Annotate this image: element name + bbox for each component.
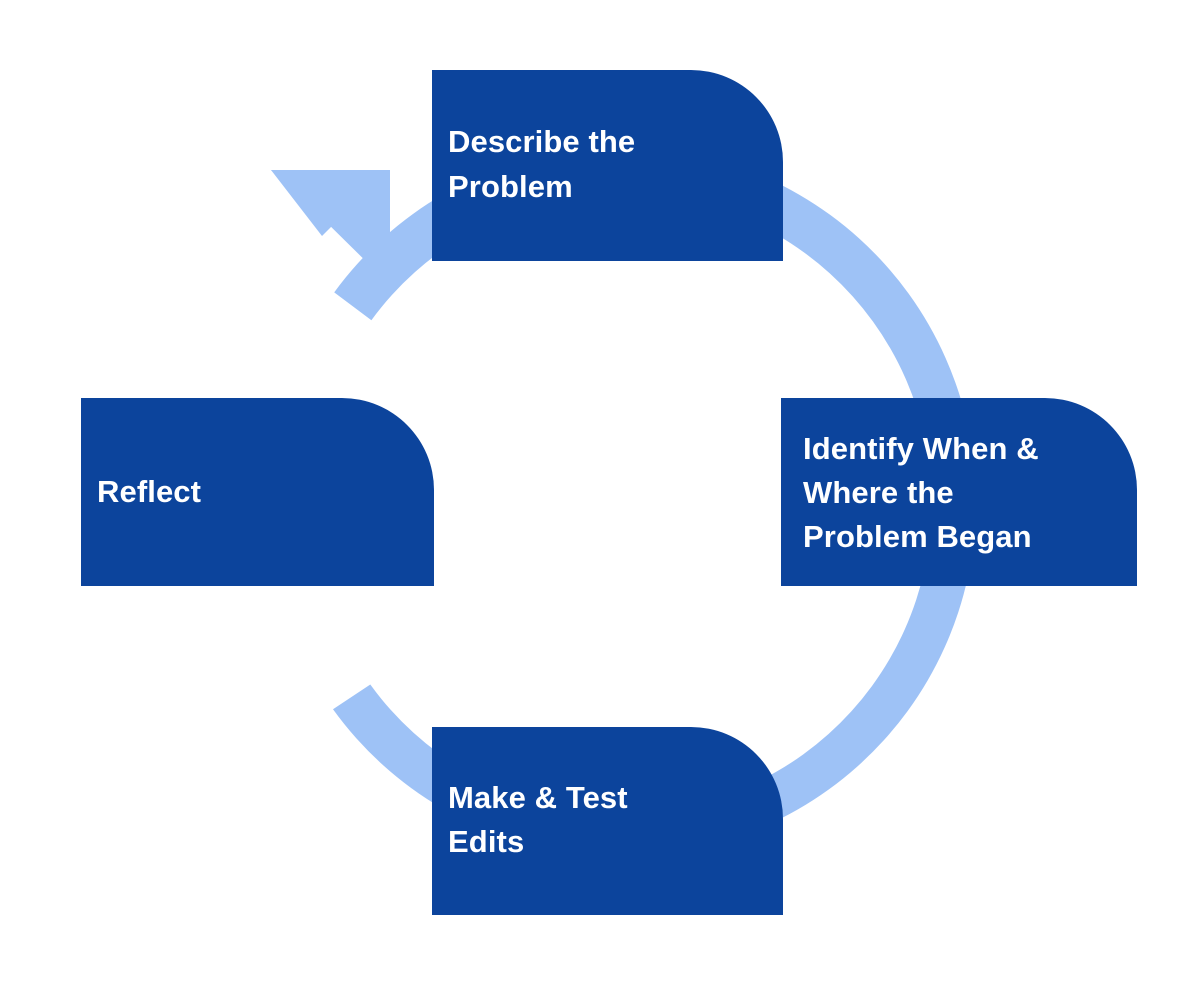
step-label-describe-the-problem: Describe the Problem xyxy=(448,124,636,204)
step-label-make-and-test-edits: Make & Test Edits xyxy=(448,779,628,859)
cycle-arrow-ring xyxy=(271,146,976,857)
step-box-describe-the-problem[interactable]: Describe the Problem xyxy=(432,70,783,261)
step-box-reflect[interactable]: Reflect xyxy=(81,398,434,586)
step-box-make-and-test-edits[interactable]: Make & Test Edits xyxy=(432,727,783,915)
step-label-reflect: Reflect xyxy=(97,473,202,509)
step-box-identify-when-and-where[interactable]: Identify When & Where the Problem Began xyxy=(781,398,1137,586)
step-label-identify-when-and-where: Identify When & Where the Problem Began xyxy=(803,430,1039,554)
cycle-arrow-head-fill xyxy=(271,170,390,285)
